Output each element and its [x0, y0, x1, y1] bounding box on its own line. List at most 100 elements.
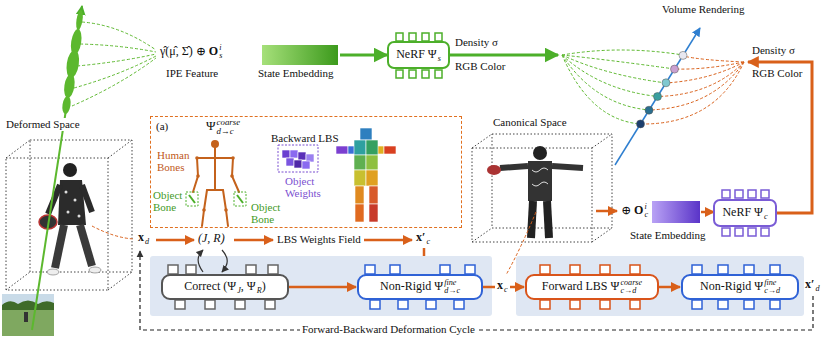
process-box: Correct (ΨJ, ΨR): [161, 274, 289, 300]
script-stack: J: [237, 287, 241, 295]
script-stack: fined→c: [444, 279, 460, 295]
subscript: s: [219, 52, 222, 60]
text-label: LBS Weights Field: [277, 233, 361, 246]
subscript: c: [426, 238, 430, 246]
subscript: d: [145, 238, 149, 246]
text: Deformed Space: [6, 118, 80, 130]
script-stack: d: [145, 238, 149, 246]
text-label: RGB Color: [455, 60, 505, 73]
math-symbol: Ψ: [206, 118, 216, 133]
text-label: State Embedding: [630, 229, 705, 242]
script-stack: c: [764, 213, 768, 221]
text-label: xd: [138, 231, 149, 246]
text: ⊕: [621, 203, 631, 217]
box-text: Correct (ΨJ, ΨR): [184, 279, 265, 295]
text-label: State Embedding: [258, 67, 333, 80]
subscript: d→c: [444, 287, 460, 295]
text: State Embedding: [258, 67, 333, 79]
text: O: [634, 203, 643, 217]
text-label: RGB Color: [752, 67, 802, 80]
subscript: c→d: [764, 287, 780, 295]
text: x: [497, 278, 503, 292]
text: NeRF Ψ: [396, 47, 437, 61]
text-label: Deformed Space: [4, 118, 82, 131]
superscript: i: [644, 203, 648, 211]
superscript: coarse: [620, 279, 642, 287]
script-stack: c: [504, 286, 508, 294]
text: Non-Rigid Ψ: [700, 279, 763, 293]
text: LBS Weights Field: [277, 233, 361, 245]
script-stack: c: [426, 238, 430, 246]
text: Object Bone: [251, 201, 280, 225]
nerf-box: NeRF Ψs: [387, 41, 450, 69]
subscript: c: [764, 213, 768, 221]
text-label: Canonical Space: [493, 116, 567, 129]
text-label: γ̂(μ̂, Σ̂)⊕Ois: [160, 44, 222, 60]
text: Human Bones: [157, 149, 189, 173]
text: State Embedding: [630, 229, 705, 241]
text-label: Object Bone: [251, 201, 285, 225]
process-box: Forward LBS Ψcoarsec→d: [525, 274, 659, 300]
superscript: i: [219, 44, 222, 52]
text: x′: [416, 230, 425, 244]
superscript: coarse: [217, 118, 241, 127]
subscript: J: [237, 287, 241, 295]
connector-arrow: [289, 286, 356, 289]
text: Object Bone: [153, 189, 182, 213]
box-text: Non-Rigid Ψfinec→d: [700, 279, 780, 295]
superscript: fine: [444, 279, 460, 287]
script-stack: s: [438, 55, 441, 63]
subscript: c→d: [620, 287, 642, 295]
text: ⊕: [196, 44, 206, 58]
process-box: Non-Rigid Ψfinec→d: [681, 274, 799, 300]
text: Non-Rigid Ψ: [380, 279, 443, 293]
text: x′: [805, 277, 814, 291]
text-label: x′c: [416, 231, 430, 246]
text-label: (J, R): [198, 232, 225, 246]
text-label: x′d: [805, 278, 819, 293]
script-stack: R: [257, 287, 262, 295]
box-text: Non-Rigid Ψfined→c: [380, 279, 460, 295]
text: ): [262, 279, 266, 293]
math-label: Ψcoarsed→c: [206, 118, 240, 136]
text: Object Weights: [285, 175, 321, 199]
box-text: NeRF Ψc: [722, 205, 767, 221]
box-text: NeRF Ψs: [396, 47, 441, 63]
text-label: Object Bone: [153, 189, 187, 213]
text: γ̂(μ̂, Σ̂): [160, 44, 193, 58]
text: Density σ: [455, 36, 498, 48]
text: Volume Rendering: [662, 3, 745, 15]
text: NeRF Ψ: [722, 205, 763, 219]
text: RGB Color: [455, 60, 505, 72]
subscript: c: [504, 286, 508, 294]
text: Forward-Backward Deformation Cycle: [302, 323, 475, 335]
process-box: Non-Rigid Ψfined→c: [357, 274, 483, 300]
script-stack: ic: [644, 203, 648, 219]
subscript: R: [257, 287, 262, 295]
text: , Ψ: [241, 279, 256, 293]
subscript: d→c: [217, 127, 241, 136]
box-text: Forward LBS Ψcoarsec→d: [542, 279, 642, 295]
text-label: IPE Feature: [166, 67, 218, 80]
text: (J, R): [198, 231, 225, 245]
text-label: Human Bones: [157, 149, 195, 173]
text: RGB Color: [752, 67, 802, 79]
nerf-box: NeRF Ψc: [713, 199, 777, 227]
text-label: Backward LBS: [271, 132, 339, 145]
script-stack: d: [815, 285, 819, 293]
panel-tag: (a): [156, 120, 168, 133]
text-label: Density σ: [752, 44, 795, 57]
text: Forward LBS Ψ: [542, 279, 620, 293]
text: IPE Feature: [166, 67, 218, 79]
text: x: [138, 230, 144, 244]
inset-panel: (a) Ψcoarsed→cBackward LBS Human BonesObje…: [150, 116, 462, 228]
subscript: c: [644, 211, 648, 219]
text: (a): [156, 120, 168, 132]
text: Density σ: [752, 44, 795, 56]
text-label: Density σ: [455, 36, 498, 49]
text: Canonical Space: [493, 116, 567, 128]
script-stack: coarsec→d: [620, 279, 642, 295]
subscript: d: [815, 285, 819, 293]
script-stack: finec→d: [764, 279, 780, 295]
